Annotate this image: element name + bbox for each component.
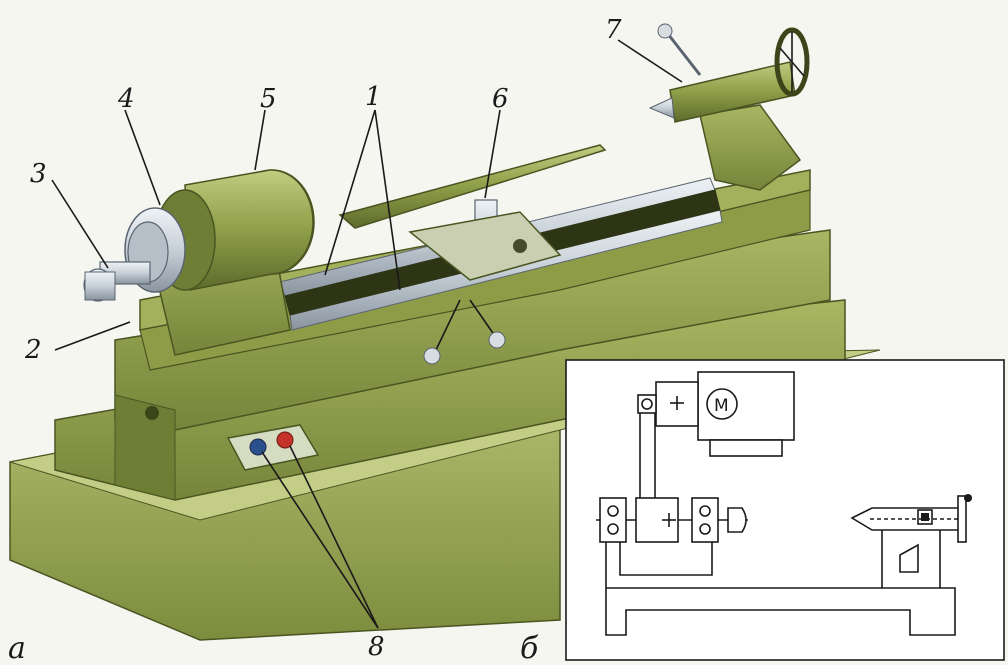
tailstock-handwheel-schem bbox=[957, 495, 967, 543]
panel-label-a: а bbox=[8, 631, 26, 665]
tailstock-handwheel bbox=[774, 27, 810, 97]
tool-rest-bar bbox=[338, 144, 607, 229]
motor-housing bbox=[184, 169, 314, 291]
cabinet-front bbox=[114, 394, 176, 501]
tailstock-window bbox=[899, 543, 919, 573]
tool-rest-base bbox=[408, 211, 562, 281]
tailstock-body-schem bbox=[881, 530, 941, 589]
label-bed: 1 bbox=[365, 82, 382, 112]
side-bolt bbox=[145, 406, 159, 420]
label-tool-rest: 6 bbox=[492, 84, 509, 114]
tool-rest-knob bbox=[513, 239, 527, 253]
bearing-right bbox=[691, 497, 719, 543]
tailstock-center bbox=[648, 97, 675, 119]
schematic-panel: M б bbox=[520, 359, 1005, 665]
bearing-left bbox=[599, 497, 627, 543]
button-red bbox=[276, 431, 294, 449]
motor-symbol bbox=[706, 388, 738, 420]
tailstock-handwheel-knob bbox=[964, 494, 972, 502]
label-buttons: 8 bbox=[368, 632, 385, 662]
tailstock-lever-ball bbox=[657, 23, 673, 39]
label-spindle: 3 bbox=[30, 159, 47, 189]
tailstock-lever bbox=[666, 33, 702, 76]
lathe-illustration: 1 2 3 4 5 6 7 8 а bbox=[8, 15, 881, 665]
headstock-inner bbox=[619, 542, 713, 576]
motor-coupling bbox=[637, 394, 657, 414]
handle-ball-right bbox=[488, 331, 506, 349]
label-headstock: 2 bbox=[24, 335, 42, 365]
label-tailstock: 7 bbox=[605, 15, 622, 45]
spindle-chuck bbox=[727, 507, 747, 533]
spindle-nose bbox=[84, 271, 116, 301]
label-chuck: 4 bbox=[117, 84, 135, 114]
tailstock-clamp-fill bbox=[921, 513, 929, 521]
motor-label: M bbox=[714, 396, 729, 416]
tailstock-body bbox=[699, 104, 802, 191]
bed-outline bbox=[605, 587, 956, 636]
panel-label-b: б bbox=[520, 631, 539, 665]
motor-mount bbox=[709, 439, 783, 457]
handle-ball-left bbox=[423, 347, 441, 365]
button-blue bbox=[249, 438, 267, 456]
label-motor-housing: 5 bbox=[260, 84, 277, 114]
